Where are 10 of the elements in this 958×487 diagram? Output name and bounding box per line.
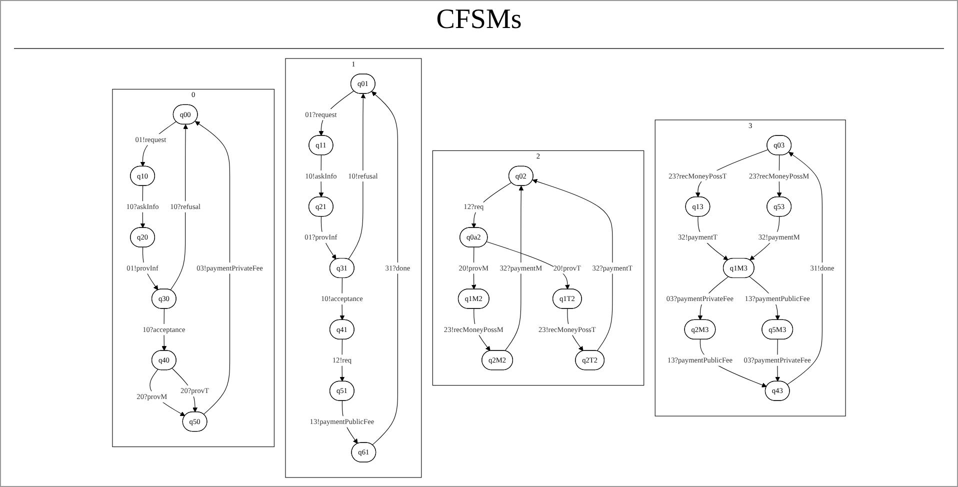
arrow xyxy=(348,94,366,260)
arrow xyxy=(170,124,188,290)
arrow xyxy=(504,186,524,352)
arrow xyxy=(471,182,512,228)
arrow xyxy=(786,152,822,385)
diagram-title: CFSMs xyxy=(435,4,523,36)
arrow xyxy=(486,242,570,290)
arrow xyxy=(340,339,345,382)
arrow xyxy=(372,91,398,446)
arrow xyxy=(194,121,230,415)
